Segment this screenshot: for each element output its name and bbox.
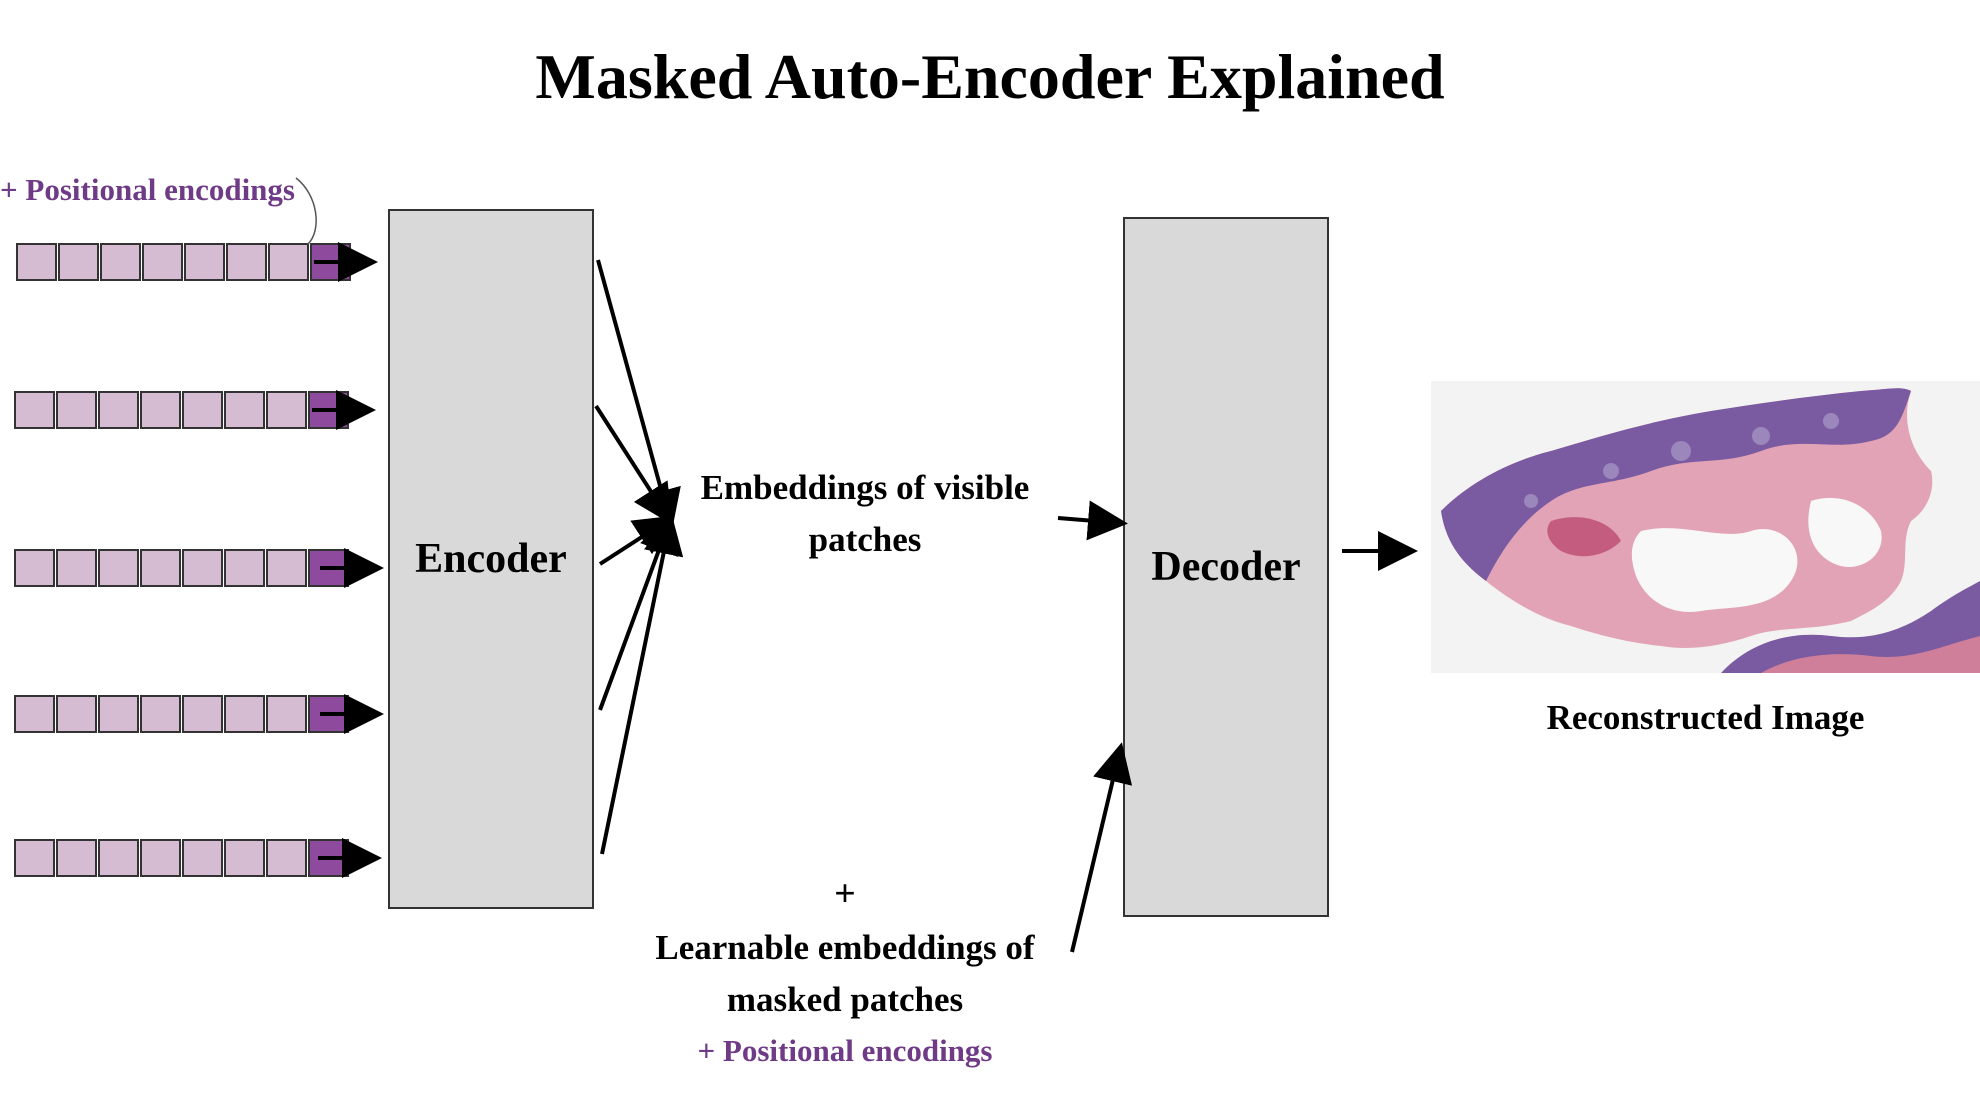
patch-token xyxy=(268,243,309,281)
positional-encodings-label-bottom: + Positional encodings xyxy=(697,1033,993,1068)
patch-token xyxy=(266,549,307,587)
patch-token xyxy=(140,695,181,733)
patch-token xyxy=(100,243,141,281)
patch-token xyxy=(266,695,307,733)
patch-token xyxy=(14,695,55,733)
patch-token xyxy=(56,695,97,733)
reconstructed-image-label: Reconstructed Image xyxy=(1546,698,1865,737)
masked-embeddings-line-1: Learnable embeddings of xyxy=(655,928,1035,967)
reconstructed-tissue-image xyxy=(1431,381,1980,673)
visible-embeddings-line-1: Embeddings of visible xyxy=(700,468,1030,507)
patch-token xyxy=(140,549,181,587)
patch-row-3 xyxy=(14,549,350,587)
patch-token xyxy=(184,243,225,281)
patch-token xyxy=(140,839,181,877)
patch-token xyxy=(14,549,55,587)
page-title: Masked Auto-Encoder Explained xyxy=(535,41,1445,112)
masked-embeddings-line-2: masked patches xyxy=(726,980,964,1019)
fan-arrow-1 xyxy=(596,259,681,530)
patch-token xyxy=(98,839,139,877)
visible-embeddings-label: Embeddings of visible patches xyxy=(660,462,1070,566)
patch-token xyxy=(266,839,307,877)
positional-encodings-label-top: + Positional encodings xyxy=(0,172,295,207)
patch-row-4 xyxy=(14,695,350,733)
patch-token xyxy=(98,695,139,733)
patch-token xyxy=(56,839,97,877)
patch-token xyxy=(182,549,223,587)
decoder-block: Decoder xyxy=(1123,217,1329,917)
patch-token xyxy=(58,243,99,281)
masked-embeddings-label: Learnable embeddings of masked patches xyxy=(620,922,1070,1026)
masked-to-decoder-arrow xyxy=(1070,742,1133,953)
encoder-block: Encoder xyxy=(388,209,594,909)
patch-token xyxy=(266,391,307,429)
patch-token xyxy=(16,243,57,281)
patch-token xyxy=(98,549,139,587)
patch-token xyxy=(140,391,181,429)
patch-token xyxy=(224,391,265,429)
patch-token xyxy=(226,243,267,281)
patch-token xyxy=(224,695,265,733)
visible-embeddings-line-2: patches xyxy=(808,520,922,559)
positional-hint-curve xyxy=(295,177,317,245)
fan-arrow-4 xyxy=(598,512,678,711)
patch-token xyxy=(14,391,55,429)
visible-to-decoder-arrow xyxy=(1057,500,1128,541)
patch-token xyxy=(56,549,97,587)
patch-token xyxy=(224,549,265,587)
patch-token xyxy=(98,391,139,429)
patch-token xyxy=(142,243,183,281)
patch-token xyxy=(224,839,265,877)
fan-arrow-5 xyxy=(600,514,684,855)
patch-token xyxy=(56,391,97,429)
patch-token xyxy=(182,391,223,429)
patch-token xyxy=(14,839,55,877)
patch-token xyxy=(182,695,223,733)
patch-token xyxy=(182,839,223,877)
fan-arrow-2 xyxy=(594,404,673,525)
plus-sign: + xyxy=(834,873,856,915)
